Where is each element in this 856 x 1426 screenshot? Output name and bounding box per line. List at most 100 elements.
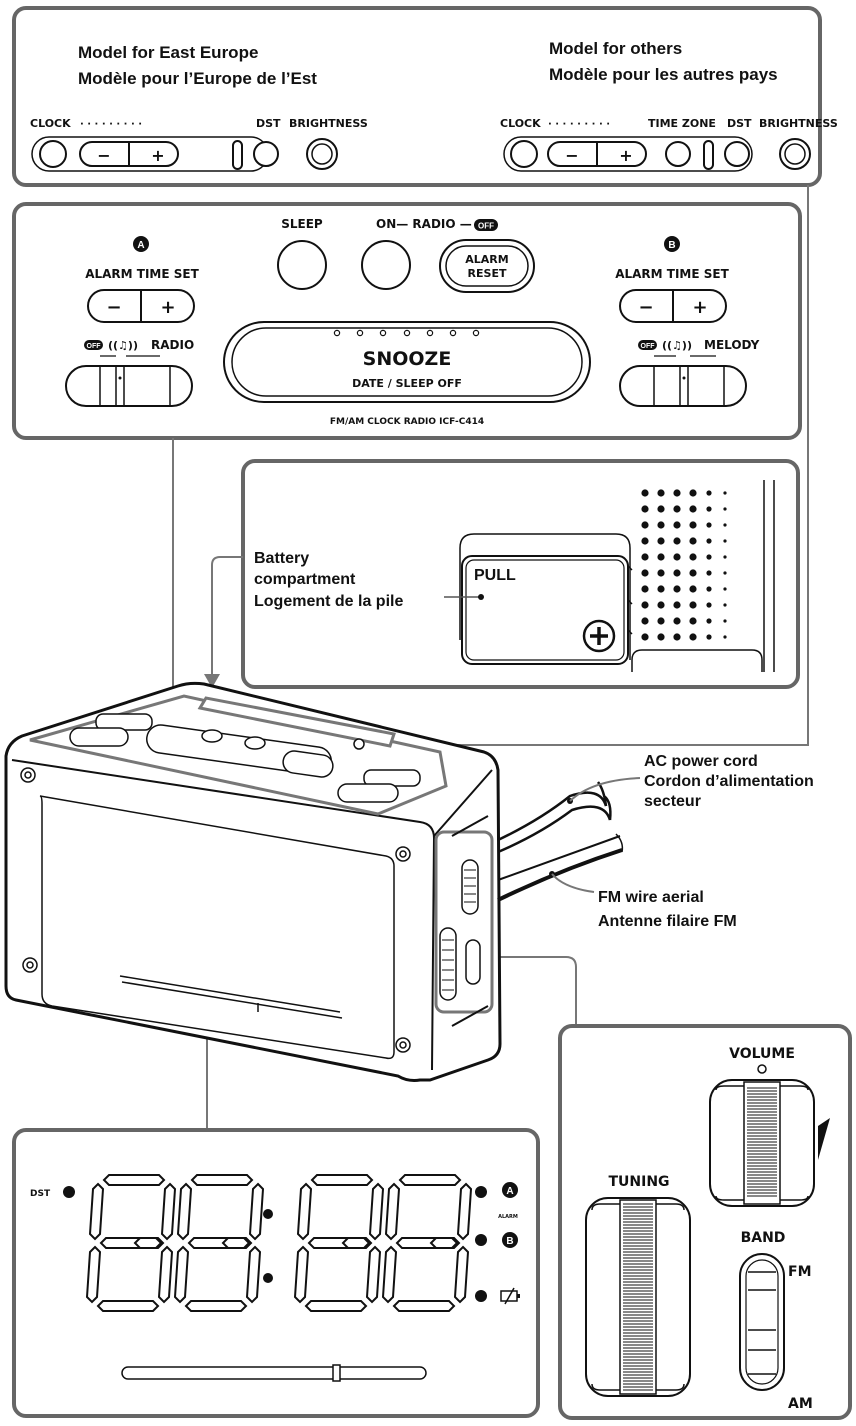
off-badge: [474, 219, 498, 231]
off-badge-text: OFF: [87, 343, 102, 350]
digit-segment: [173, 1245, 190, 1304]
sleep-label: SLEEP: [281, 217, 323, 231]
bell-icon: ((♫)): [662, 339, 692, 352]
digit-segment: [453, 1245, 470, 1304]
alarm-reset-button[interactable]: [439, 239, 535, 293]
fm-aerial-label-fr: Antenne filaire FM: [598, 913, 737, 930]
alarm-a-mode-switch[interactable]: [65, 365, 193, 407]
volume-arrow-icon: [818, 1118, 830, 1160]
alarm-a-marker: [502, 1182, 518, 1198]
bell-icon: ((♫)): [108, 339, 138, 352]
sleep-button[interactable]: [277, 240, 327, 290]
minus-sign: −: [97, 146, 110, 165]
alarm-a-indicator-dot: [475, 1186, 487, 1198]
battery-low-icon: [500, 1287, 520, 1305]
radio-on-button[interactable]: [361, 240, 411, 290]
digit-segment: [190, 1174, 254, 1186]
top-panel: Model for East Europe Modèle pour l’Euro…: [12, 6, 838, 187]
display-panel: DST A ALARM B: [12, 1128, 540, 1418]
battery-panel: PULL Battery compartment Logement de la …: [241, 459, 800, 689]
digit-segment: [160, 1182, 177, 1241]
off-badge: [84, 340, 103, 350]
battery-label-line3: Logement de la pile: [254, 593, 403, 610]
clock-button[interactable]: [510, 140, 538, 168]
melody-mode-label: MELODY: [704, 338, 760, 352]
dst-indicator-dot: [63, 1186, 75, 1198]
digit-segment: [365, 1245, 382, 1304]
alarm-b-mode-switch[interactable]: [619, 365, 747, 407]
minus-sign: −: [106, 297, 121, 318]
colon-dot: [263, 1273, 273, 1283]
alarm-b-time-set-label: ALARM TIME SET: [615, 267, 729, 281]
band-switch[interactable]: [739, 1253, 785, 1391]
dst-button[interactable]: [724, 141, 750, 167]
alarm-b-marker: [664, 236, 680, 252]
digit-segment: [248, 1182, 265, 1241]
alarm-reset-label-bottom: RESET: [468, 267, 507, 280]
time-zone-button[interactable]: [665, 141, 691, 167]
digit-segment: [96, 1300, 160, 1312]
ac-power-cord-label-fr2: secteur: [644, 793, 701, 810]
colon-dot: [263, 1209, 273, 1219]
time-zone-label: TIME ZONE: [648, 117, 716, 130]
dst-switch[interactable]: [232, 140, 243, 170]
band-label: BAND: [741, 1230, 786, 1246]
date-sleep-off-label: DATE / SLEEP OFF: [352, 377, 462, 390]
digit-segment: [381, 1245, 398, 1304]
leader-lines: [172, 185, 809, 1130]
minus-sign: −: [638, 297, 653, 318]
tuning-label: TUNING: [608, 1174, 669, 1190]
digit-segment: [296, 1182, 313, 1241]
digit-segment: [368, 1182, 385, 1241]
model-label: FM/AM CLOCK RADIO ICF-C414: [330, 417, 484, 427]
digit-segment: [85, 1245, 102, 1304]
east-europe-button-row: CLOCK · · · · · · · · · DST BRIGHTNESS −…: [30, 117, 368, 172]
volume-label: VOLUME: [729, 1046, 795, 1062]
east-europe-title-fr: Modèle pour l’Europe de l’Est: [78, 69, 317, 88]
dst-label: DST: [727, 117, 752, 130]
dst-indicator-label: DST: [30, 1189, 51, 1199]
others-button-row: CLOCK · · · · · · · · · TIME ZONE DST BR…: [500, 117, 838, 172]
alarm-a-marker-letter: A: [506, 1186, 513, 1197]
dst-switch[interactable]: [703, 140, 714, 170]
battery-indicator-dot: [475, 1290, 487, 1302]
battery-label-line2: compartment: [254, 571, 356, 588]
brightness-label: BRIGHTNESS: [289, 117, 368, 130]
others-title-fr: Modèle pour les autres pays: [549, 65, 778, 84]
digit-segment: [102, 1174, 166, 1186]
snooze-label: SNOOZE: [363, 348, 452, 370]
control-panel: A ALARM TIME SET − + OFF ((♫)) RADIO SLE…: [12, 202, 802, 440]
display-slot: [121, 1366, 427, 1380]
alarm-b-marker-letter: B: [506, 1236, 513, 1247]
snooze-indicator-dots: [333, 329, 480, 337]
alarm-b-marker-letter: B: [668, 240, 675, 251]
on-radio-label: ON— RADIO —: [376, 217, 472, 231]
screw-icon: [20, 767, 411, 1053]
plus-sign: +: [619, 146, 632, 165]
band-fm-label: FM: [788, 1264, 812, 1280]
snooze-button[interactable]: [223, 321, 591, 403]
callouts: AC power cord Cordon d’alimentation sect…: [598, 753, 814, 930]
clock-radio-body: [4, 681, 641, 1082]
speaker-grille: [641, 489, 727, 641]
alarm-a-time-set-label: ALARM TIME SET: [85, 267, 199, 281]
plus-sign: +: [160, 297, 175, 318]
dst-label: DST: [256, 117, 281, 130]
alarm-a-marker: [133, 236, 149, 252]
off-badge-text: OFF: [478, 222, 494, 231]
radio-mode-label: RADIO: [151, 338, 194, 352]
digit-segment: [157, 1245, 174, 1304]
digit-segment: [176, 1182, 193, 1241]
clock-label: CLOCK: [500, 117, 541, 130]
digit-segment: [310, 1174, 374, 1186]
dst-button[interactable]: [253, 141, 279, 167]
digit-segment: [184, 1300, 248, 1312]
clock-label: CLOCK: [30, 117, 71, 130]
digit-segment: [456, 1182, 473, 1241]
plus-sign: +: [151, 146, 164, 165]
off-badge: [638, 340, 657, 350]
button-bezel: [503, 136, 753, 172]
dotted-scale: · · · · · · · · ·: [548, 119, 610, 130]
clock-button[interactable]: [39, 140, 67, 168]
band-am-label: AM: [788, 1396, 813, 1412]
